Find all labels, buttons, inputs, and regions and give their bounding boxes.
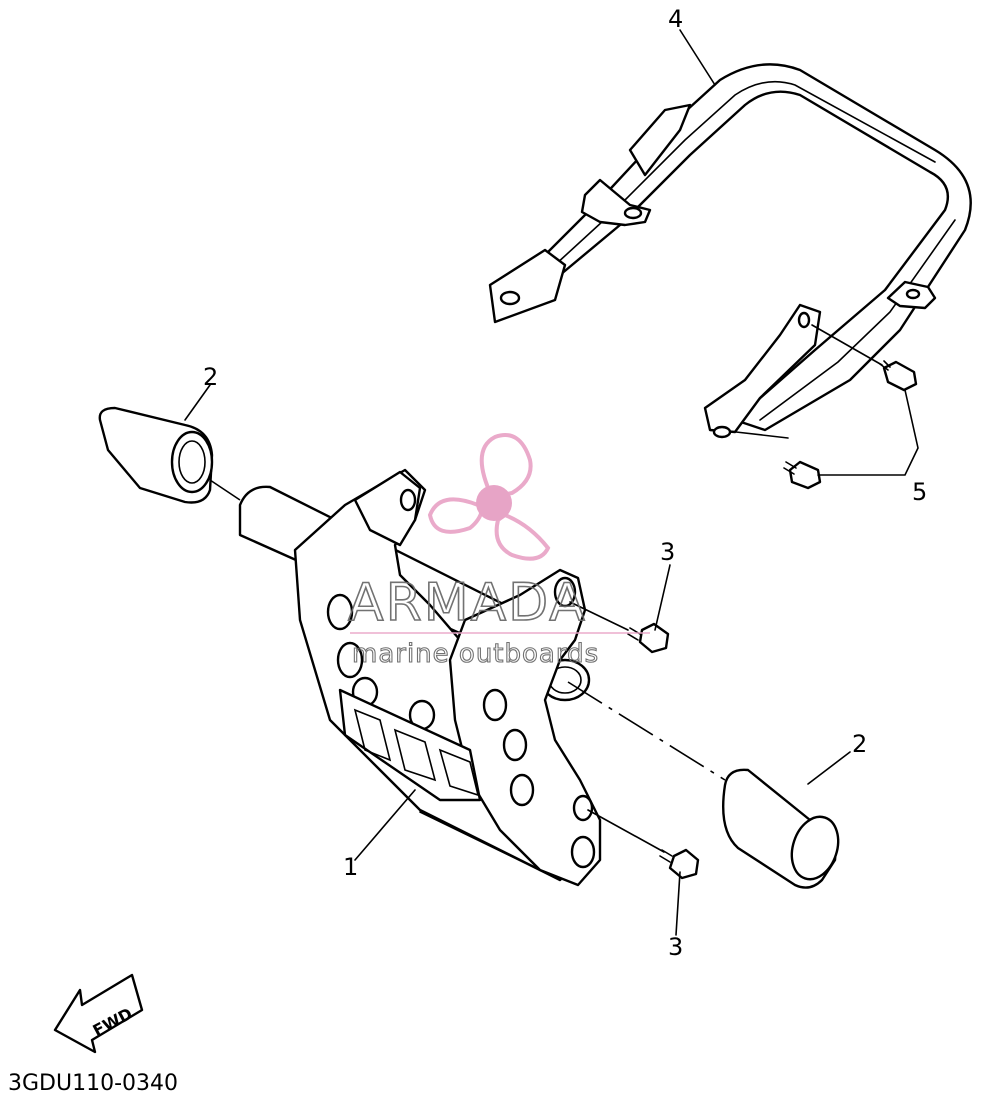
watermark-subtitle: marine outboards [352, 639, 599, 669]
callout-3-top: 3 [660, 538, 675, 566]
armada-watermark: ARMADA marine outboards [347, 433, 650, 670]
part-1-front-guard [238, 468, 602, 887]
callout-3-bottom: 3 [668, 933, 683, 961]
propeller-logo-icon [427, 433, 551, 561]
centerline-main [567, 681, 726, 781]
leader-lines [184, 29, 919, 936]
part-3-bolt-lower [587, 809, 700, 880]
callout-1: 1 [343, 853, 358, 881]
callout-2-right: 2 [852, 730, 867, 758]
part-3-bolt-upper [569, 601, 670, 654]
part-2-end-cap-right [722, 768, 840, 889]
callout-4: 4 [668, 5, 683, 33]
part-5-bolt-lower [735, 431, 822, 490]
callout-2-left: 2 [203, 363, 218, 391]
part-4-grab-bar [488, 63, 972, 439]
part-2-end-cap-left [98, 406, 214, 504]
fwd-arrow-icon: FWD [53, 973, 144, 1054]
callout-5: 5 [912, 478, 927, 506]
watermark-title: ARMADA [348, 573, 587, 633]
diagram-code: 3GDU110-0340 [8, 1071, 178, 1096]
part-5-bolt-upper [811, 324, 918, 392]
centerline-left [209, 479, 241, 501]
